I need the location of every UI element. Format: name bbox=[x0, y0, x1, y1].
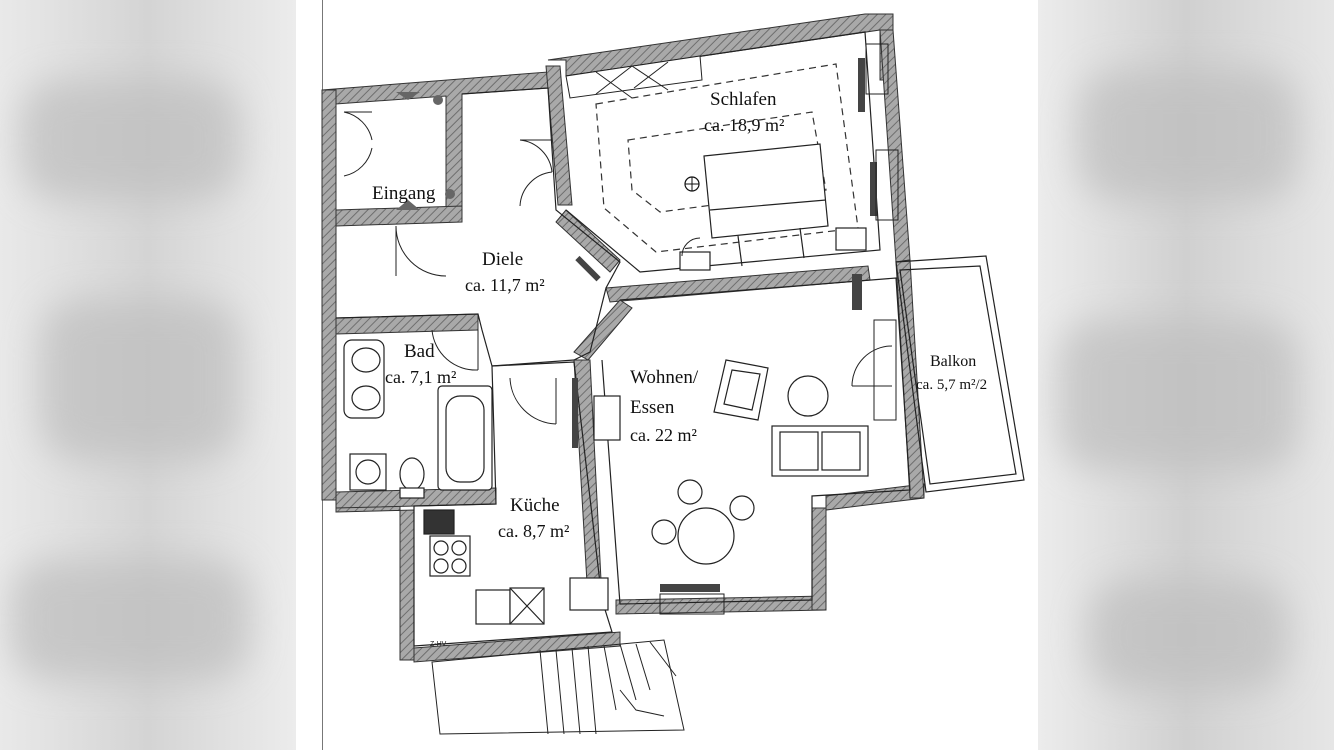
room-name-schlafen: Schlafen bbox=[710, 89, 777, 110]
bathroom-fixtures bbox=[343, 339, 493, 499]
outline-schlafen bbox=[565, 31, 881, 273]
side-table bbox=[787, 375, 829, 417]
outline-balkon-inner bbox=[899, 265, 1017, 485]
wall-diele-schlafen bbox=[545, 65, 573, 206]
wall-bottom-kitchen bbox=[413, 631, 621, 663]
window-frames bbox=[659, 43, 899, 615]
wall-eingang-bottom bbox=[335, 205, 463, 227]
bed bbox=[679, 143, 867, 271]
room-name-diele: Diele bbox=[482, 249, 524, 270]
sink-kitchen bbox=[475, 589, 511, 625]
room-name-wohnen: Wohnen/ bbox=[630, 367, 699, 388]
fixture-dots bbox=[396, 92, 455, 210]
stair-marker: Z-HV bbox=[430, 641, 447, 648]
blurred-background-left bbox=[0, 0, 296, 750]
room-name-balkon: Balkon bbox=[930, 353, 977, 370]
outline-diele bbox=[335, 87, 621, 367]
room-area-schlafen: ca. 18,9 m² bbox=[704, 115, 785, 135]
door-swings bbox=[343, 111, 893, 425]
room-area-balkon: ca. 5,7 m²/2 bbox=[916, 377, 988, 393]
room-name-kueche: Küche bbox=[510, 495, 560, 516]
room-name-bad: Bad bbox=[404, 341, 435, 362]
wall-left bbox=[321, 89, 337, 501]
staircase bbox=[431, 639, 685, 735]
room-area-kueche: ca. 8,7 m² bbox=[498, 521, 570, 541]
wardrobe bbox=[565, 55, 703, 99]
room-area-diele: ca. 11,7 m² bbox=[465, 275, 545, 295]
living-furniture bbox=[593, 359, 869, 565]
outline-wohnen bbox=[601, 277, 911, 605]
outline-balkon bbox=[895, 255, 1025, 493]
wall-right-schlafen bbox=[879, 29, 911, 263]
room-name-eingang: Eingang bbox=[372, 183, 436, 204]
room-area-bad: ca. 7,1 m² bbox=[385, 367, 457, 387]
radiators bbox=[572, 58, 877, 592]
wall-step-right bbox=[811, 507, 827, 611]
room-name-essen: Essen bbox=[630, 397, 675, 418]
dining-table bbox=[677, 507, 735, 565]
wall-left-lower bbox=[335, 499, 415, 661]
ceiling-light-icon bbox=[684, 176, 700, 192]
room-outlines bbox=[335, 31, 1025, 647]
cabinet bbox=[593, 395, 621, 441]
wall-top-schlafen bbox=[547, 13, 894, 81]
toilet bbox=[399, 457, 425, 491]
outline-kueche bbox=[413, 361, 613, 647]
room-area-wohnen: ca. 22 m² bbox=[630, 425, 697, 445]
wall-bottom-wohnen bbox=[615, 595, 827, 615]
outer-walls bbox=[321, 13, 925, 663]
wall-diag-mid bbox=[573, 299, 633, 361]
wall-diag-top bbox=[555, 209, 621, 273]
blurred-background-right bbox=[1038, 0, 1334, 750]
kitchen-fixtures bbox=[423, 509, 609, 625]
